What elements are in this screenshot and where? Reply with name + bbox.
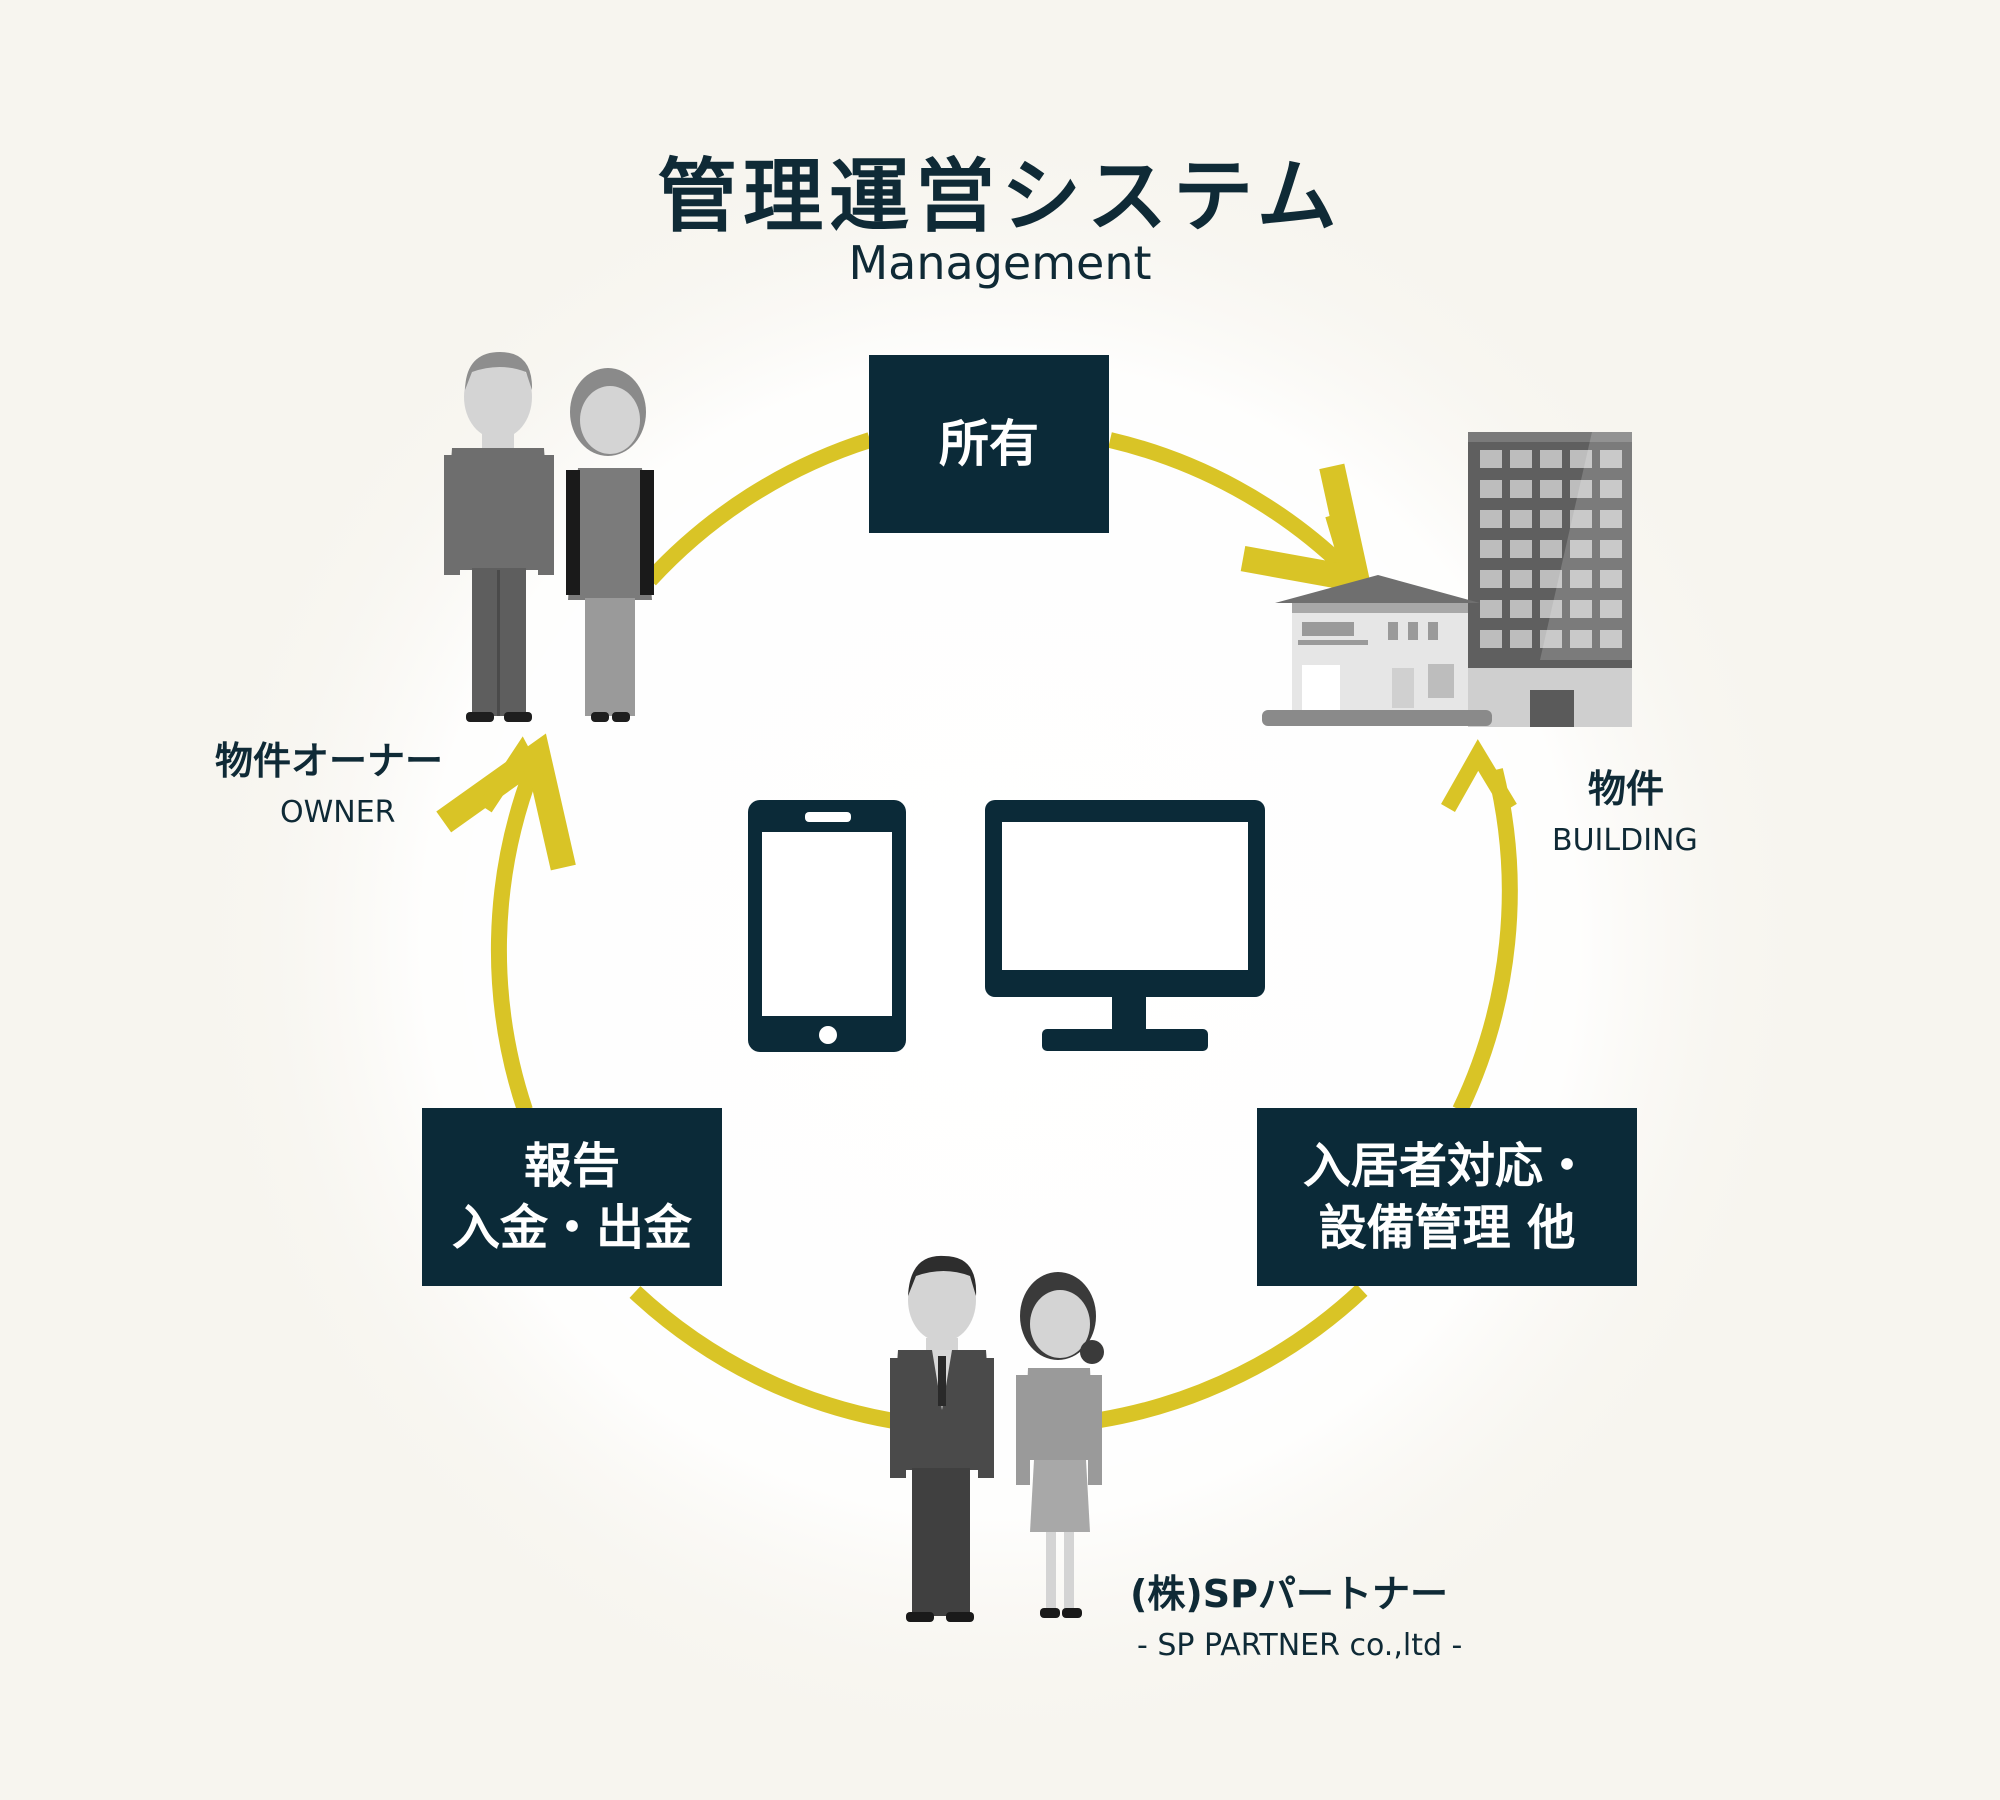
building-label-en: BUILDING <box>1552 823 1698 858</box>
ownership-label: 所有 <box>939 414 1039 473</box>
building-label: 物件 <box>1588 767 1665 811</box>
cycle-arc-owner-to-box <box>644 432 873 586</box>
owner-label-en: OWNER <box>280 795 396 830</box>
report-label-line1: 報告 <box>523 1137 620 1194</box>
arrowhead-owner <box>478 736 560 813</box>
report-box: 報告 入金・出金 <box>422 1108 722 1286</box>
tenant-service-box: 入居者対応・ 設備管理 他 <box>1257 1108 1637 1286</box>
tenant-label-line2: 設備管理 他 <box>1318 1200 1576 1256</box>
page-subtitle: Management <box>848 236 1152 290</box>
arrowhead-building <box>1292 512 1361 581</box>
cycle-arc-building-to-box <box>1452 768 1518 1114</box>
partner-couple-illustration <box>890 1255 1104 1622</box>
partner-label: (株)SPパートナー <box>1130 1572 1448 1616</box>
page-title: 管理運営システム <box>657 150 1343 243</box>
building-illustration <box>1262 432 1632 727</box>
tablet-icon <box>748 800 906 1052</box>
arrowhead-building-up <box>1441 739 1517 813</box>
owner-label: 物件オーナー <box>215 739 444 783</box>
tenant-label-line1: 入居者対応・ <box>1302 1137 1591 1194</box>
owner-couple-illustration <box>444 352 654 722</box>
report-label-line2: 入金・出金 <box>451 1200 692 1256</box>
partner-label-en: - SP PARTNER co.,ltd - <box>1137 1628 1463 1663</box>
monitor-icon <box>985 800 1265 1051</box>
cycle-arc-to-building <box>1108 432 1374 596</box>
ownership-box: 所有 <box>869 355 1109 533</box>
cycle-arrows <box>436 432 1518 1430</box>
cycle-arc-partner-to-box <box>629 1286 902 1430</box>
cycle-arc-to-owner <box>436 733 576 1113</box>
cycle-arc-to-partner <box>1098 1284 1368 1428</box>
arrow-heads <box>478 512 1517 813</box>
